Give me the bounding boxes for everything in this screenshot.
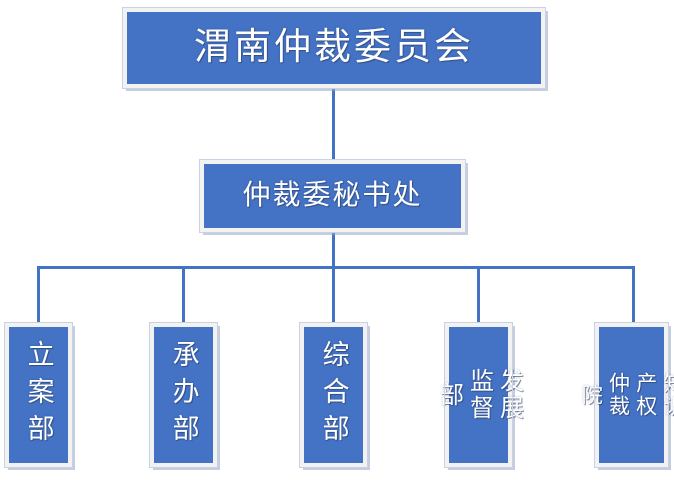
org-node-department-handling-label: 承办部 — [168, 339, 199, 451]
org-node-department-general-affairs[interactable]: 综合部 — [299, 322, 368, 468]
connector-drop-department-5 — [632, 266, 635, 326]
org-node-department-case-filing-label: 立案部 — [23, 339, 54, 451]
org-node-department-ip-arbitration[interactable]: 知识 产权 仲裁 院 — [579, 322, 674, 468]
org-node-root-label: 渭南仲裁委员会 — [194, 27, 474, 69]
org-node-secretariat-label: 仲裁委秘书处 — [242, 179, 423, 211]
org-node-department-case-filing[interactable]: 立案部 — [4, 322, 73, 468]
connector-drop-department-3 — [332, 266, 335, 326]
org-node-department-development-supervision[interactable]: 发展 监督 部 — [436, 322, 522, 468]
org-node-department-ip-arbitration-label: 知识 产权 仲裁 院 — [579, 372, 674, 418]
org-node-department-general-affairs-label: 综合部 — [318, 339, 349, 451]
connector-drop-department-2 — [182, 266, 185, 326]
connector-secretariat-stem — [332, 232, 335, 268]
connector-drop-department-1 — [37, 266, 40, 326]
connector-drop-department-4 — [477, 266, 480, 326]
org-node-secretariat[interactable]: 仲裁委秘书处 — [199, 159, 466, 233]
org-node-department-handling[interactable]: 承办部 — [149, 322, 218, 468]
connector-root-to-secretariat — [332, 88, 335, 162]
org-node-root[interactable]: 渭南仲裁委员会 — [122, 7, 546, 89]
org-node-department-development-supervision-label: 发展 监督 部 — [435, 368, 522, 422]
connector-horizontal-bus — [37, 266, 635, 269]
